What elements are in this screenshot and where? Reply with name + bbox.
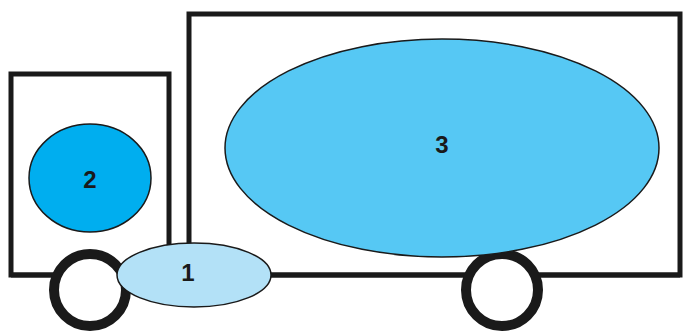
text-group: 2 xyxy=(83,168,96,192)
callout-number: 1 xyxy=(181,261,194,285)
text-group: 3 xyxy=(435,133,448,157)
cab-outline xyxy=(11,74,169,275)
text-group: 1 xyxy=(181,261,194,285)
callout-ellipse: 1 xyxy=(116,242,272,308)
callout-number: 3 xyxy=(435,133,448,157)
callout-number: 2 xyxy=(83,168,96,192)
callout-ellipse: 2 xyxy=(28,123,152,233)
cargo-box-outline xyxy=(189,14,680,275)
ellipse-fill xyxy=(29,124,151,232)
ellipse-fill xyxy=(225,39,659,257)
front-wheel xyxy=(54,254,126,326)
callout-ellipse: 3 xyxy=(224,38,660,258)
ellipse-fill xyxy=(117,243,271,307)
rear-wheel xyxy=(466,254,538,326)
